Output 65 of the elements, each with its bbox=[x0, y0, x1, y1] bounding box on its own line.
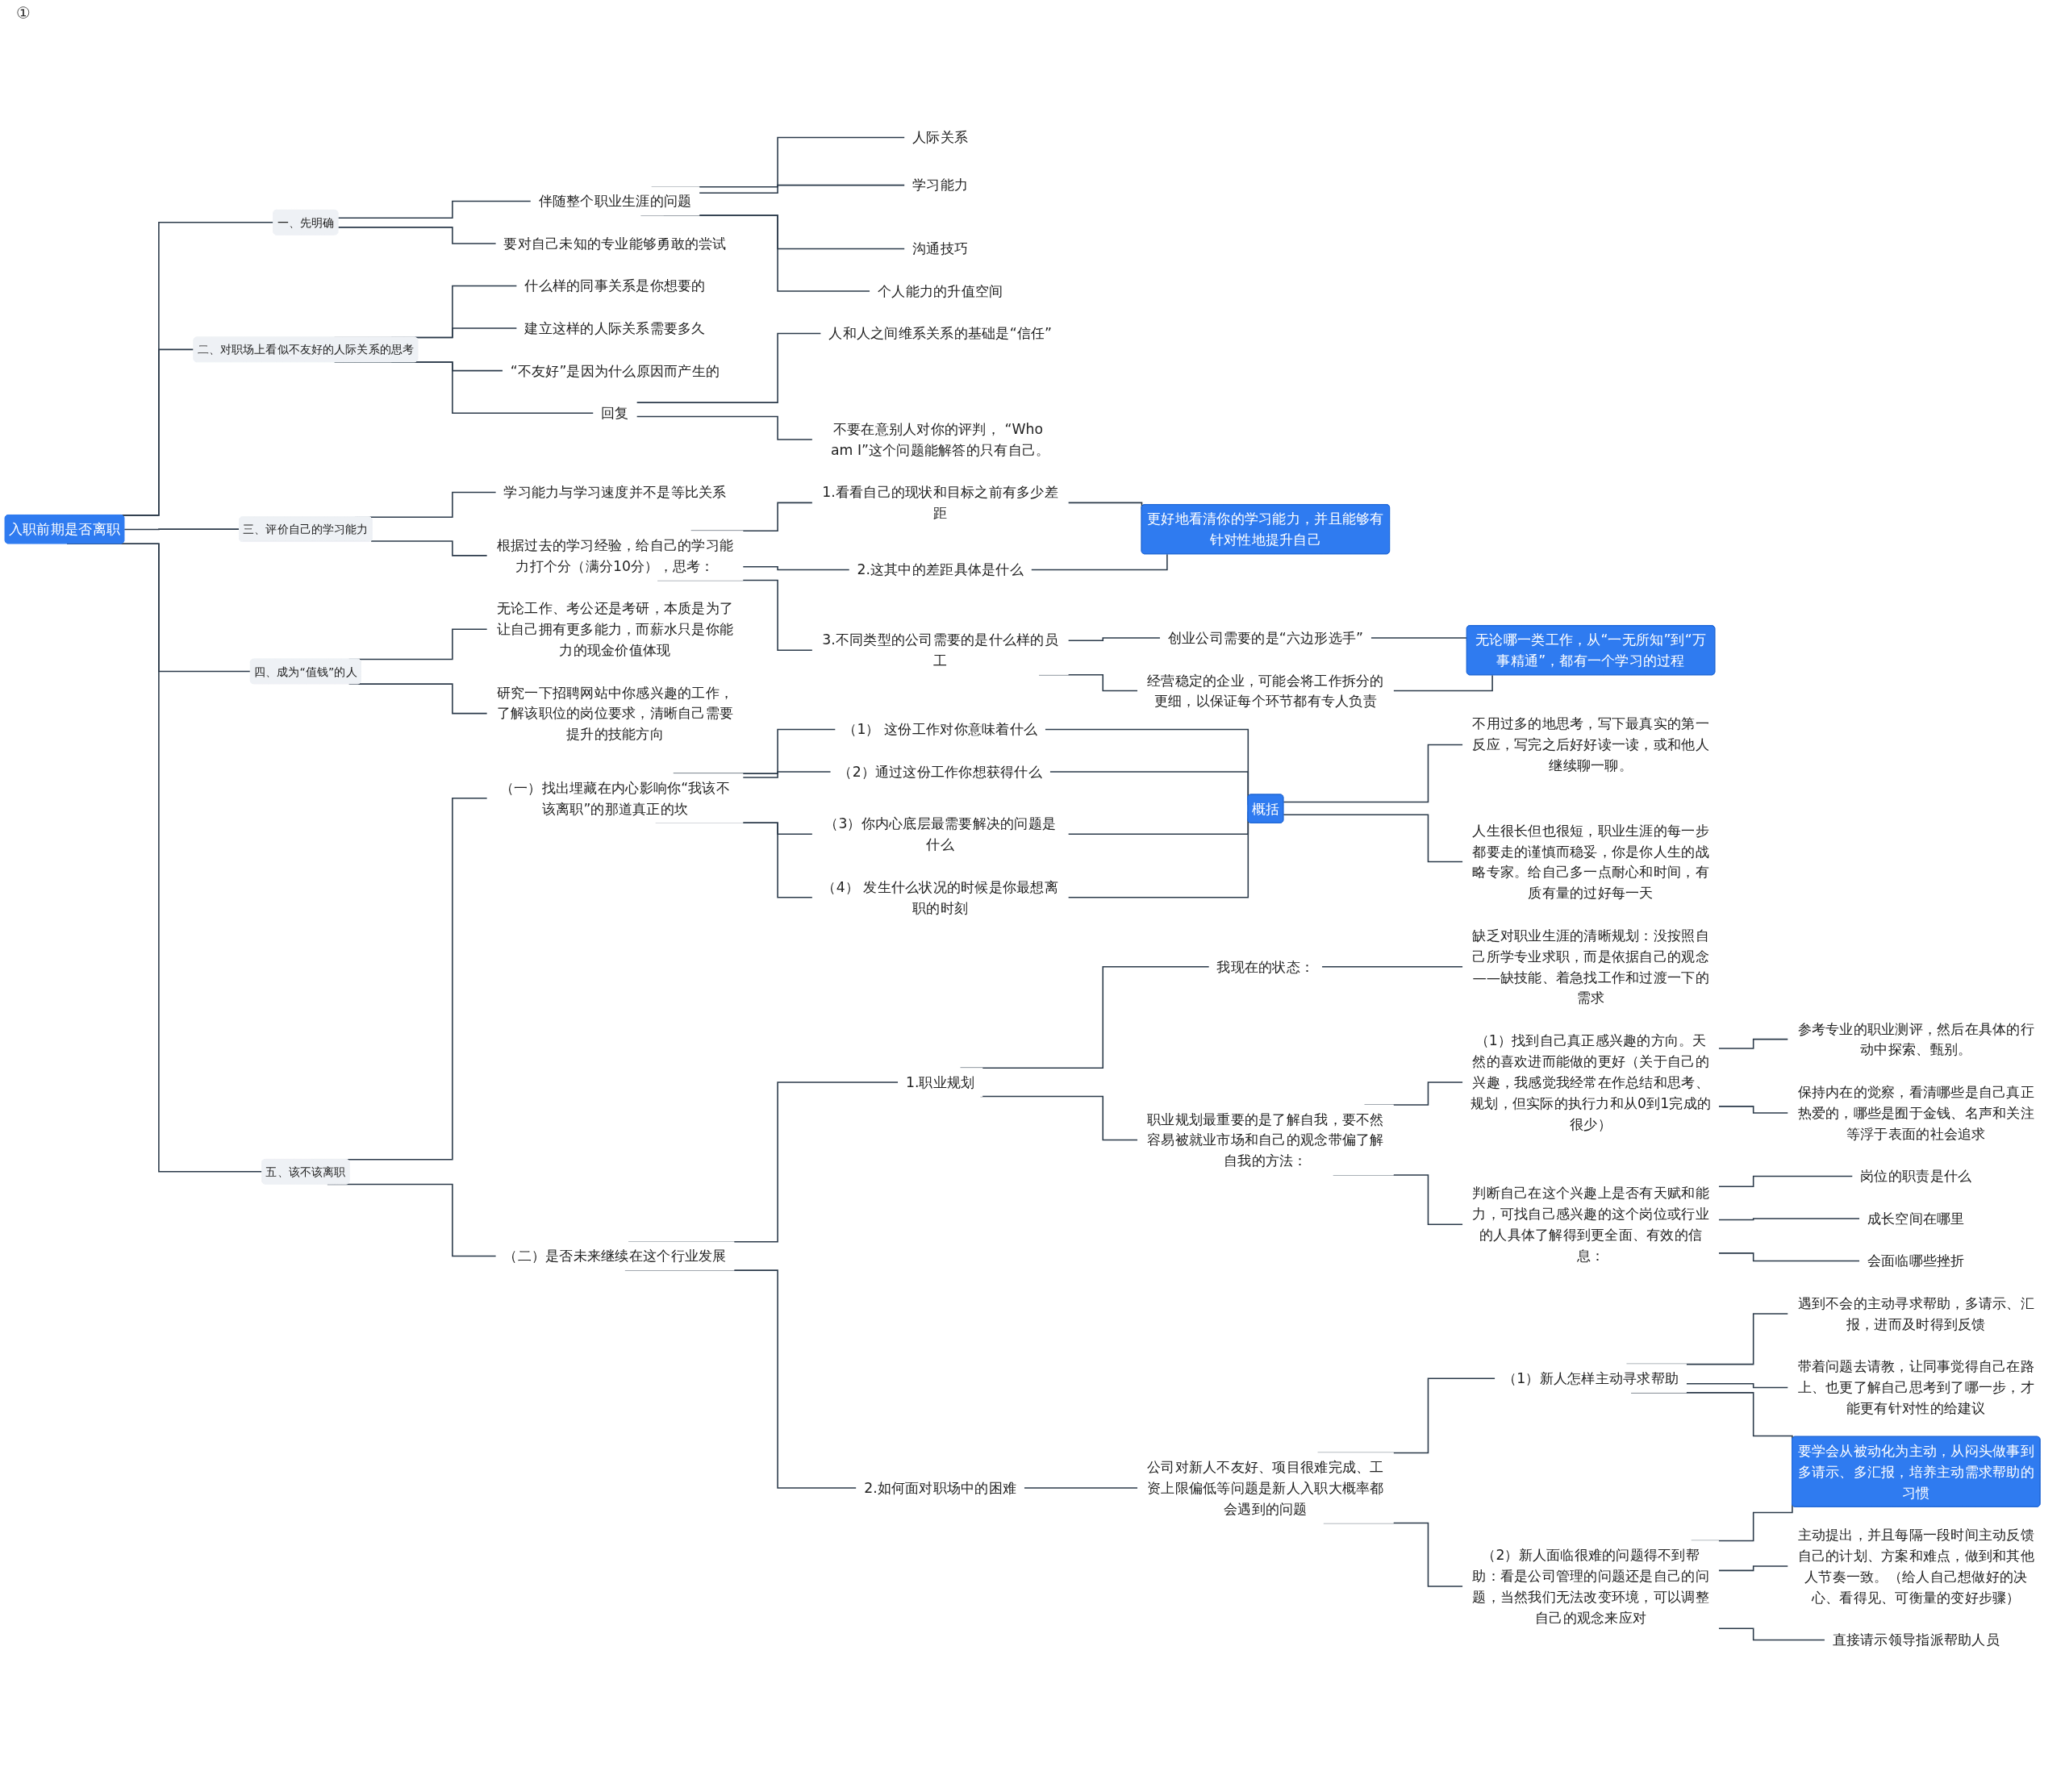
node-text: 岗位的职责是什么 bbox=[1860, 1168, 1972, 1185]
node-text: 2.如何面对职场中的困难 bbox=[864, 1480, 1017, 1496]
node-text: 成长空间在哪里 bbox=[1867, 1211, 1965, 1227]
node-text: 遇到不会的主动寻求帮助，多请示、汇报，进而及时得到反馈 bbox=[1797, 1295, 2034, 1332]
node-text: 创业公司需要的是“六边形选手” bbox=[1167, 630, 1363, 646]
connector bbox=[1320, 966, 1464, 968]
node-text: 1.看看自己的现状和目标之前有多少差距 bbox=[822, 484, 1058, 522]
node-text: 研究一下招聘网站中你感兴趣的工作，了解该职位的岗位要求，清晰自己需要提升的技能方向 bbox=[496, 684, 734, 743]
node-text: （1）找到自己真正感兴趣的方向。天然的喜欢进而能做的更好（关于自己的兴趣，我感觉我经常在作总结和思考、规划，但实际的执行力和从0到1完成的很少） bbox=[1471, 1032, 1712, 1132]
node-text: 什么样的同事关系是你想要的 bbox=[524, 277, 706, 294]
connector bbox=[337, 200, 532, 219]
connector bbox=[1030, 553, 1168, 571]
connector bbox=[636, 332, 822, 403]
node-text: 学习能力 bbox=[912, 177, 969, 194]
connector bbox=[742, 566, 850, 571]
connector bbox=[1717, 1175, 1854, 1187]
node-text: 人生很长但也很短，职业生涯的每一步都要走的谨慎而稳妥，你是你人生的战略专家。给自己多一点耐心和时间，有质有量的过好每一天 bbox=[1472, 822, 1709, 902]
node-text: 主动提出，并且每隔一段时间主动反馈自己的计划、方案和难点，做到和其他人节奏一致。（给人自己想做好的决心、看得见、可衡量的变好步骤） bbox=[1797, 1527, 2034, 1606]
connector bbox=[1717, 1038, 1789, 1049]
node-text: 不要在意别人对你的评判， “Who am I”这个问题能解答的只有自己。 bbox=[831, 421, 1050, 458]
connector bbox=[699, 184, 906, 194]
connector bbox=[1717, 1106, 1789, 1114]
connector bbox=[1067, 637, 1162, 642]
node-text: （2）新人面临很难的问题得不到帮助：看是公司管理的问题还是自己的问题，当然我们无法改变环境，可以调整自己的观念来应对 bbox=[1472, 1547, 1709, 1626]
connector bbox=[1283, 744, 1464, 803]
node-text: （2）通过这份工作你想获得什么 bbox=[838, 764, 1042, 780]
node-text: 参考专业的职业测评，然后在具体的行动中探索、甄别。 bbox=[1797, 1020, 2034, 1058]
node-text: 无论工作、考公还是考研，本质是为了让自己拥有更多能力，而薪水只是你能力的现金价值体现 bbox=[496, 600, 734, 658]
node-text: 学习能力与学习速度并不是等比关系 bbox=[503, 484, 727, 501]
node-text: 我现在的状态： bbox=[1216, 958, 1315, 975]
connector bbox=[1717, 1218, 1861, 1221]
node-text: 不用过多的地思考，写下最真实的第一反应，写完之后好好读一读，或和他人继续聊一聊。 bbox=[1472, 715, 1709, 774]
node-text: 直接请示领导指派帮助人员 bbox=[1832, 1632, 2000, 1648]
node-text: “不友好”是因为什么原因而产生的 bbox=[510, 362, 720, 379]
node-text: 建立这样的人际关系需要多久 bbox=[524, 320, 706, 336]
node-text: 回复 bbox=[601, 405, 629, 422]
node-text: 个人能力的升值空间 bbox=[878, 283, 1003, 299]
node-text: （1） 这份工作对你意味着什么 bbox=[843, 721, 1038, 738]
node-text: 3.不同类型的公司需要的是什么样的员工 bbox=[822, 631, 1058, 669]
node-text: 人际关系 bbox=[912, 129, 969, 146]
connector bbox=[1392, 674, 1493, 692]
connector bbox=[1023, 1487, 1139, 1489]
connector bbox=[636, 415, 813, 440]
connector bbox=[123, 528, 240, 531]
node-text: （4） 发生什么状况的时候是你最想离职的时刻 bbox=[822, 878, 1058, 916]
node-text: 保持内在的觉察，看清哪些是自己真正热爱的，哪些是囿于金钱、名声和关注等浮于表面的社会追求 bbox=[1797, 1084, 2034, 1142]
connector bbox=[370, 540, 488, 556]
connector bbox=[1685, 1383, 1789, 1389]
node-text: 经营稳定的企业，可能会将工作拆分的更细，以保证每个环节都有专人负责 bbox=[1147, 672, 1384, 710]
node-text: 要对自己未知的专业能够勇敢的尝试 bbox=[503, 235, 727, 252]
node-text: 2.这其中的差距具体是什么 bbox=[857, 561, 1024, 578]
note-marker: ① bbox=[16, 3, 31, 23]
node-text: 沟通技巧 bbox=[912, 240, 969, 257]
connector bbox=[1283, 814, 1464, 863]
node-text: （3）你内心底层最需要解决的问题是什么 bbox=[824, 815, 1057, 852]
node-text: 会面临哪些挫折 bbox=[1867, 1252, 1965, 1269]
connector bbox=[1717, 1252, 1861, 1262]
node-text: 判断自己在这个兴趣上是否有天赋和能力，可找自己感兴趣的这个岗位或行业的人具体了解得到更全面、有效的信息： bbox=[1472, 1185, 1709, 1264]
node-text: 人和人之间维系关系的基础是“信任” bbox=[828, 325, 1053, 342]
connector bbox=[337, 227, 497, 244]
connector bbox=[1717, 1565, 1789, 1572]
connector bbox=[742, 771, 832, 778]
connector bbox=[1717, 1627, 1826, 1641]
node-text: 带着问题去请教，让同事觉得自己在路上、也更了解自己思考到了哪一步，才能更有针对性的给建议 bbox=[1797, 1358, 2034, 1417]
node-text: 缺乏对职业生涯的清晰规划：没按照自己所学专业求职，而是依据自己的观念——缺技能、着急找工作和过渡一下的需求 bbox=[1472, 927, 1709, 1006]
